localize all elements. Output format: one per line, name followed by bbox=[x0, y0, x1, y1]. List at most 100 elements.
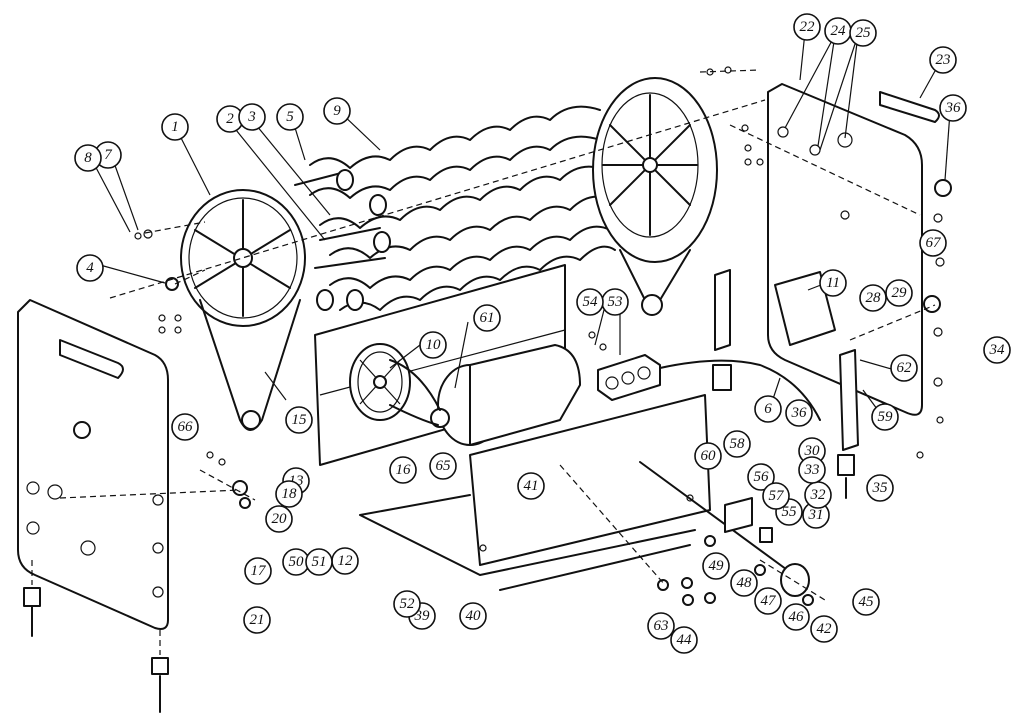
callout-label: 32 bbox=[810, 487, 827, 503]
left-drive-belt bbox=[199, 299, 301, 431]
callout-21: 21 bbox=[243, 606, 271, 634]
callout-25: 25 bbox=[849, 19, 877, 47]
callout-label: 29 bbox=[892, 285, 908, 301]
callout-label: 44 bbox=[677, 632, 693, 648]
callout-42: 42 bbox=[810, 615, 838, 643]
callout-label: 65 bbox=[436, 458, 452, 474]
left-foot-bolts bbox=[23, 560, 169, 713]
callout-24: 24 bbox=[824, 17, 852, 45]
callout-label: 12 bbox=[338, 553, 354, 569]
callout-40: 40 bbox=[459, 602, 487, 630]
callout-label: 42 bbox=[817, 621, 833, 637]
callout-62: 62 bbox=[890, 354, 918, 382]
callout-label: 57 bbox=[769, 488, 786, 504]
callout-65: 65 bbox=[429, 452, 457, 480]
callout-4: 4 bbox=[76, 254, 104, 282]
drive-motor bbox=[389, 344, 581, 446]
callout-label: 11 bbox=[826, 275, 840, 291]
callout-label: 55 bbox=[782, 504, 798, 520]
callout-label: 6 bbox=[764, 401, 772, 417]
callout-label: 47 bbox=[761, 593, 778, 609]
callout-23: 23 bbox=[929, 46, 957, 74]
callout-53: 53 bbox=[601, 288, 629, 316]
callout-label: 54 bbox=[583, 294, 599, 310]
callout-label: 52 bbox=[400, 596, 416, 612]
callout-label: 20 bbox=[272, 511, 288, 527]
callout-label: 61 bbox=[480, 310, 495, 326]
callout-label: 45 bbox=[859, 594, 875, 610]
callout-label: 2 bbox=[226, 111, 234, 127]
callout-59: 59 bbox=[871, 403, 899, 431]
drum-rollers bbox=[294, 105, 616, 311]
callout-label: 30 bbox=[804, 443, 821, 459]
callout-label: 67 bbox=[926, 235, 943, 251]
control-switch-box bbox=[597, 354, 661, 401]
callout-label: 58 bbox=[730, 436, 746, 452]
callout-35: 35 bbox=[866, 474, 894, 502]
callout-label: 35 bbox=[872, 480, 889, 496]
callout-3: 3 bbox=[238, 103, 266, 131]
leader-lines bbox=[91, 31, 951, 414]
callout-6: 6 bbox=[754, 395, 782, 423]
power-cord bbox=[659, 359, 821, 421]
callout-label: 4 bbox=[86, 260, 94, 276]
callout-label: 1 bbox=[171, 119, 179, 135]
callout-label: 24 bbox=[831, 23, 847, 39]
base-rail bbox=[499, 544, 691, 591]
callout-67: 67 bbox=[919, 229, 947, 257]
callout-30: 30 bbox=[798, 437, 826, 465]
callout-label: 28 bbox=[866, 290, 882, 306]
callout-29: 29 bbox=[885, 279, 913, 307]
base-pan bbox=[359, 494, 696, 576]
callout-41: 41 bbox=[517, 472, 545, 500]
callout-5: 5 bbox=[276, 103, 304, 131]
callout-44: 44 bbox=[670, 626, 698, 654]
callout-label: 16 bbox=[396, 462, 412, 478]
callout-label: 50 bbox=[289, 554, 305, 570]
callout-34: 34 bbox=[983, 336, 1011, 364]
callout-label: 3 bbox=[247, 109, 256, 125]
callout-32: 32 bbox=[804, 481, 832, 509]
callout-label: 17 bbox=[251, 563, 268, 579]
callout-36-top: 36 bbox=[939, 94, 967, 122]
callout-label: 63 bbox=[654, 618, 669, 634]
callout-56: 56 bbox=[747, 463, 775, 491]
large-pulley bbox=[349, 343, 411, 421]
callout-57: 57 bbox=[762, 482, 790, 510]
callout-18: 18 bbox=[275, 480, 303, 508]
callout-22: 22 bbox=[793, 13, 821, 41]
callout-group: 1 2 3 4 5 6 7 8 9 10 11 12 13 15 16 17 1… bbox=[74, 13, 1011, 654]
callout-50: 50 bbox=[282, 548, 310, 576]
front-cover-plate bbox=[469, 394, 711, 566]
shaft-hardware bbox=[639, 461, 814, 606]
callout-10: 10 bbox=[419, 331, 447, 359]
callout-60: 60 bbox=[694, 442, 722, 470]
right-brackets bbox=[712, 269, 859, 499]
callout-label: 9 bbox=[333, 103, 341, 119]
callout-label: 5 bbox=[286, 109, 294, 125]
callout-label: 56 bbox=[754, 469, 770, 485]
callout-label: 23 bbox=[936, 52, 951, 68]
misc-fasteners bbox=[134, 66, 945, 606]
callout-33: 33 bbox=[798, 456, 826, 484]
callout-label: 53 bbox=[608, 294, 623, 310]
callout-label: 10 bbox=[426, 337, 442, 353]
callout-17: 17 bbox=[244, 557, 272, 585]
callout-label: 41 bbox=[524, 478, 539, 494]
callout-1: 1 bbox=[161, 113, 189, 141]
handle-bracket bbox=[879, 91, 940, 123]
callout-16: 16 bbox=[389, 456, 417, 484]
callout-36-mid: 36 bbox=[785, 399, 813, 427]
callout-label: 8 bbox=[84, 150, 92, 166]
callout-label: 22 bbox=[800, 19, 816, 35]
callout-47: 47 bbox=[754, 587, 782, 615]
callout-label: 62 bbox=[897, 360, 913, 376]
callout-49: 49 bbox=[702, 552, 730, 580]
callout-66: 66 bbox=[171, 413, 199, 441]
callout-label: 31 bbox=[808, 507, 824, 523]
callout-15: 15 bbox=[285, 406, 313, 434]
callout-58: 58 bbox=[723, 430, 751, 458]
callout-52: 52 bbox=[393, 590, 421, 618]
callout-label: 51 bbox=[312, 554, 327, 570]
